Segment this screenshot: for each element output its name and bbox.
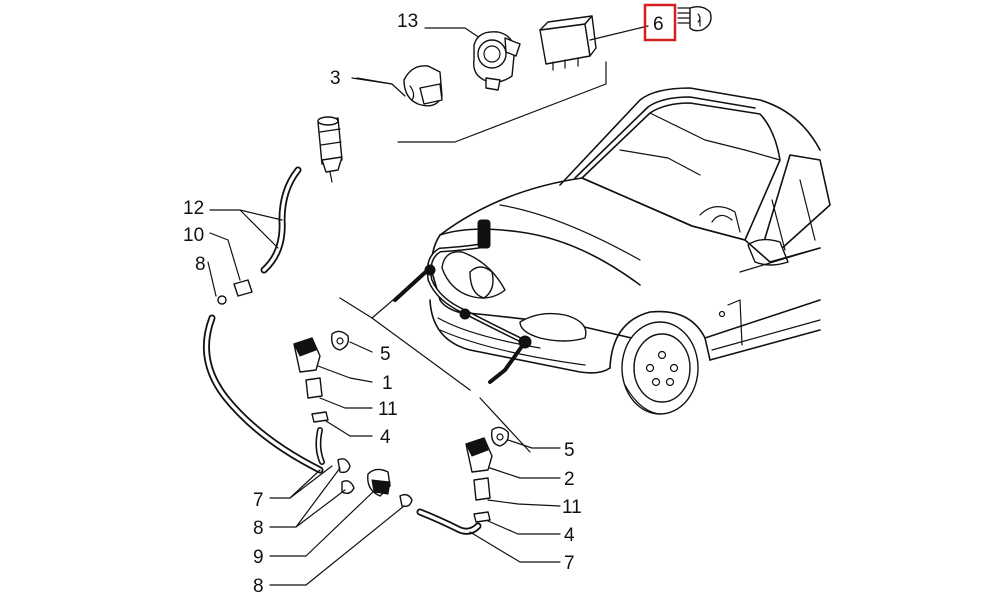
part-10-connector [217, 279, 253, 305]
nozzle-1-assembly [293, 330, 350, 465]
highlight-box [643, 3, 677, 42]
callout-8: 8 [195, 254, 206, 275]
callout-5: 5 [380, 344, 391, 365]
callout-7: 7 [253, 490, 264, 511]
headlamp-washer-icon [677, 5, 712, 32]
callout-4: 4 [380, 427, 391, 448]
hose-7-left [203, 314, 324, 474]
car-illustration [429, 87, 831, 415]
part-6-relay [539, 15, 649, 71]
nozzle-2-assembly [465, 426, 510, 523]
callout-10: 10 [183, 225, 204, 246]
t-piece-assembly [337, 458, 482, 535]
callout-5: 5 [564, 440, 575, 461]
callout-3: 3 [330, 68, 341, 89]
car-washer-hose [393, 219, 532, 384]
leader-lines [207, 77, 561, 586]
callout-9: 9 [253, 547, 264, 568]
callout-11: 11 [562, 497, 582, 518]
callout-labels: 13 6 3 12 10 8 5 1 11 4 5 2 11 4 7 7 8 9… [183, 11, 664, 597]
callout-1: 1 [382, 373, 393, 394]
callout-8: 8 [253, 576, 264, 597]
callout-2: 2 [564, 469, 575, 490]
callout-13: 13 [397, 11, 418, 32]
callout-11: 11 [378, 399, 398, 420]
callout-6: 6 [653, 14, 664, 35]
pump-assembly [317, 116, 343, 183]
part-3-clip [351, 65, 443, 107]
part-13-bracket [424, 27, 521, 91]
callout-8: 8 [253, 518, 264, 539]
callout-12: 12 [183, 198, 204, 219]
callout-4: 4 [564, 525, 575, 546]
callout-7: 7 [564, 553, 575, 574]
